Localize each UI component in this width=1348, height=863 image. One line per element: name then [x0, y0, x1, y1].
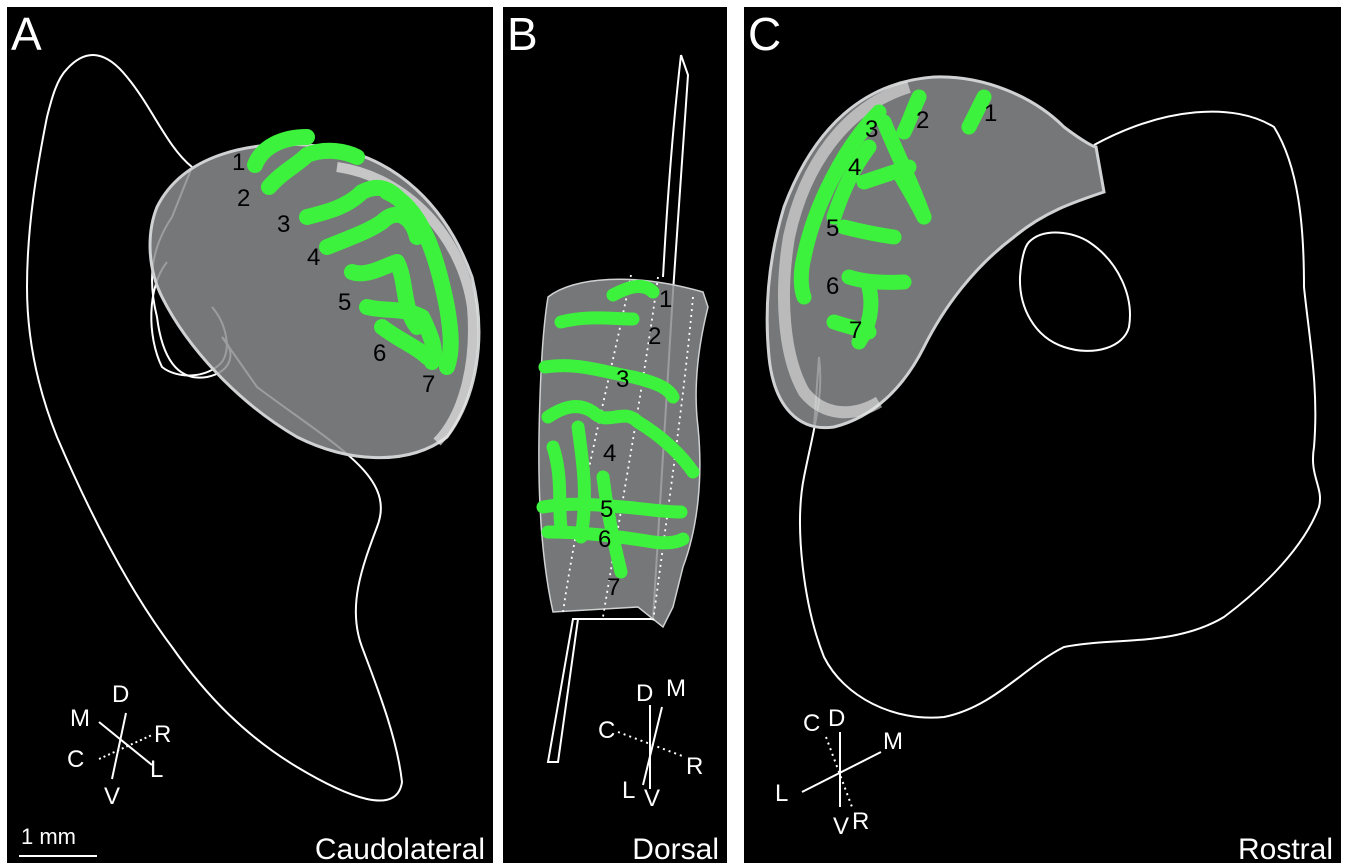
panel-a-label-6: 6 [373, 340, 386, 367]
panel-c-nerve-5 [844, 227, 894, 237]
panel-b-axis-d: D [636, 682, 653, 706]
panel-b-axis-m: M [666, 677, 686, 701]
panel-a-axis-v: V [104, 785, 120, 809]
panel-a-view-label: Caudolateral [315, 833, 485, 863]
panel-a: 1 2 3 4 5 6 7 A D M R C L V 1 mm Caudola… [7, 7, 493, 863]
panel-c-axis-m: M [883, 730, 903, 754]
panel-c: 1 2 3 4 5 6 7 C C D M L V R Rostral [744, 7, 1341, 863]
panel-a-axis-c: C [67, 748, 84, 772]
panel-c-label-1: 1 [984, 100, 997, 127]
panel-b-nerve-1 [613, 286, 653, 295]
panel-b-axis-r: R [686, 755, 703, 779]
panel-c-axis-d: D [828, 707, 845, 731]
panel-c-view-label: Rostral [1238, 833, 1333, 863]
panel-c-axis-v: V [833, 815, 849, 839]
panel-c-inner-loop [1020, 233, 1130, 351]
panel-c-axis-c: C [803, 712, 820, 736]
panel-c-axis-l: L [775, 782, 788, 806]
panel-a-label-2: 2 [237, 185, 250, 212]
panel-c-letter: C [748, 11, 781, 57]
panel-c-surface [767, 77, 1104, 428]
panel-c-drawing: 1 2 3 4 5 6 7 [744, 7, 1341, 863]
panel-a-label-5: 5 [338, 289, 351, 316]
panel-b-axis-c: C [598, 719, 615, 743]
panel-b-label-1: 1 [659, 286, 672, 313]
panel-a-axis-l: L [150, 758, 163, 782]
panel-a-axis-m: M [70, 707, 90, 731]
panel-c-label-2: 2 [916, 107, 929, 134]
panel-b-label-3: 3 [616, 366, 629, 393]
panel-b-axis-l: L [622, 779, 635, 803]
panel-a-letter: A [11, 11, 42, 57]
panel-a-label-4: 4 [307, 244, 320, 271]
panel-a-scale-label: 1 mm [21, 824, 76, 850]
panel-c-label-3: 3 [865, 116, 878, 143]
panel-b-axis-v: V [644, 787, 660, 811]
panel-c-label-7: 7 [849, 317, 862, 344]
panel-a-axis-r: R [154, 723, 171, 747]
panel-a-axis-d: D [112, 683, 129, 707]
panel-a-label-1: 1 [232, 149, 245, 176]
panel-b-outline-top [663, 55, 681, 277]
panel-b-nerve-4b [553, 447, 561, 527]
panel-b-nerve-2 [561, 318, 633, 322]
panel-b-label-2: 2 [648, 323, 661, 350]
panel-a-surface [150, 145, 479, 458]
panel-a-drawing: 1 2 3 4 5 6 7 [7, 7, 493, 863]
panel-c-label-6: 6 [826, 273, 839, 300]
panel-b-label-5: 5 [600, 496, 613, 523]
panel-a-orientation-lines [99, 713, 152, 779]
panel-c-nerve-6 [849, 277, 904, 282]
panel-c-label-5: 5 [826, 215, 839, 242]
panel-b-label-6: 6 [598, 526, 611, 553]
panel-c-label-4: 4 [848, 154, 861, 181]
panel-c-axis-r: R [852, 810, 869, 834]
panel-b: 1 2 3 4 5 6 7 B D M C R L V Dorsal [503, 7, 727, 863]
panel-b-label-4: 4 [603, 440, 616, 467]
panel-a-label-3: 3 [277, 211, 290, 238]
panel-b-view-label: Dorsal [632, 833, 719, 863]
panel-b-label-7: 7 [607, 574, 620, 601]
panel-a-label-7: 7 [422, 371, 435, 398]
panel-b-letter: B [507, 11, 538, 57]
panel-b-nerve-4c [578, 427, 584, 537]
panel-c-orientation-lines [802, 732, 881, 807]
